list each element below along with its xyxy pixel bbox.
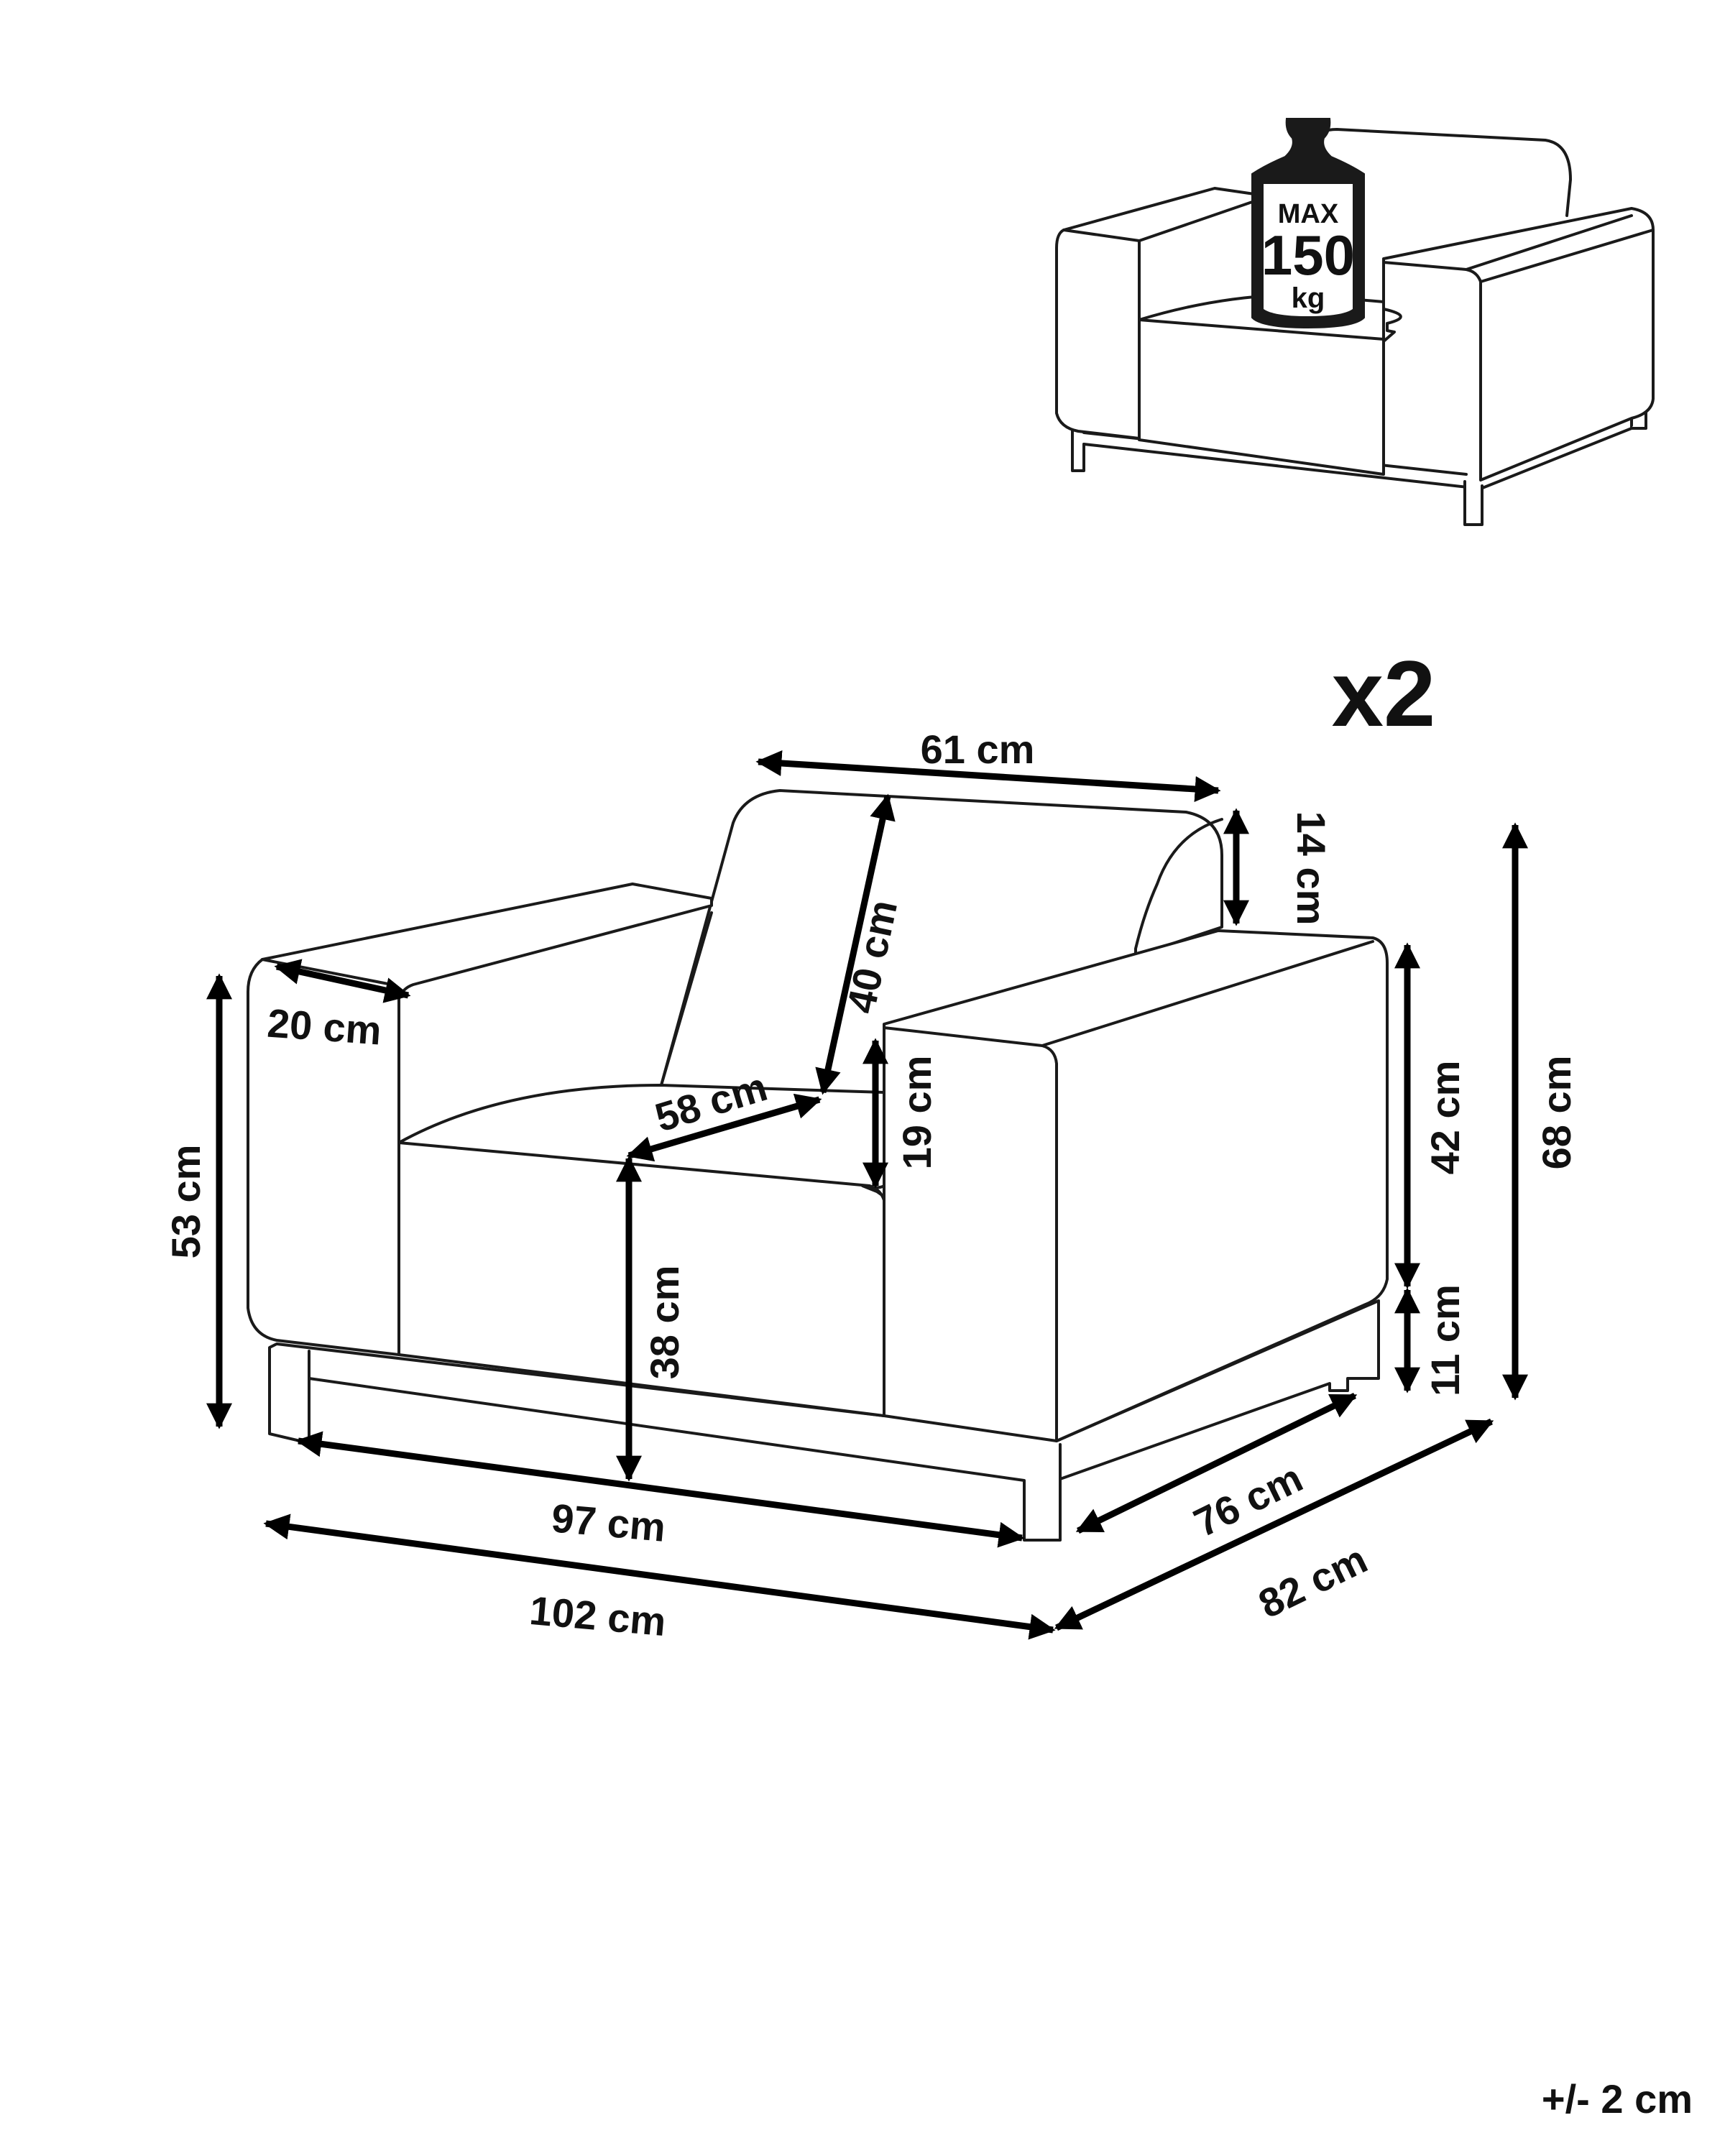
arrow-total-depth bbox=[1054, 1418, 1494, 1631]
label-armrest-width: 20 cm bbox=[266, 1000, 383, 1054]
label-backrest-to-arm: 19 cm bbox=[894, 1056, 939, 1170]
arrow-backrest-height bbox=[815, 793, 896, 1095]
weight-value-label: 150 bbox=[1261, 224, 1355, 287]
label-backrest-width: 61 cm bbox=[921, 727, 1035, 772]
armchair-illustration bbox=[247, 789, 1389, 1542]
label-backrest-cushion: 14 cm bbox=[1289, 811, 1334, 926]
label-total-height: 68 cm bbox=[1534, 1056, 1579, 1170]
arrow-total-width bbox=[263, 1514, 1056, 1640]
weight-unit-label: kg bbox=[1292, 282, 1325, 314]
label-total-depth: 82 cm bbox=[1251, 1536, 1374, 1626]
weight-capacity-illustration: MAX 150 kg bbox=[1055, 118, 1655, 526]
label-inner-width: 97 cm bbox=[550, 1495, 668, 1550]
label-seat-height: 38 cm bbox=[642, 1266, 687, 1380]
dimension-arrows bbox=[206, 750, 1528, 1640]
label-leg-height: 11 cm bbox=[1422, 1284, 1468, 1396]
tolerance-label: +/- 2 cm bbox=[1542, 2076, 1693, 2122]
label-total-height-left: 53 cm bbox=[163, 1145, 208, 1259]
weight-max-label: MAX bbox=[1278, 199, 1339, 229]
arrow-seat-depth bbox=[626, 1093, 822, 1162]
quantity-label: x2 bbox=[1332, 641, 1436, 746]
label-arm-height: 42 cm bbox=[1422, 1061, 1468, 1175]
arrow-armrest-width bbox=[274, 959, 411, 1003]
arrow-backrest-width bbox=[755, 750, 1221, 802]
label-total-width: 102 cm bbox=[528, 1588, 668, 1644]
